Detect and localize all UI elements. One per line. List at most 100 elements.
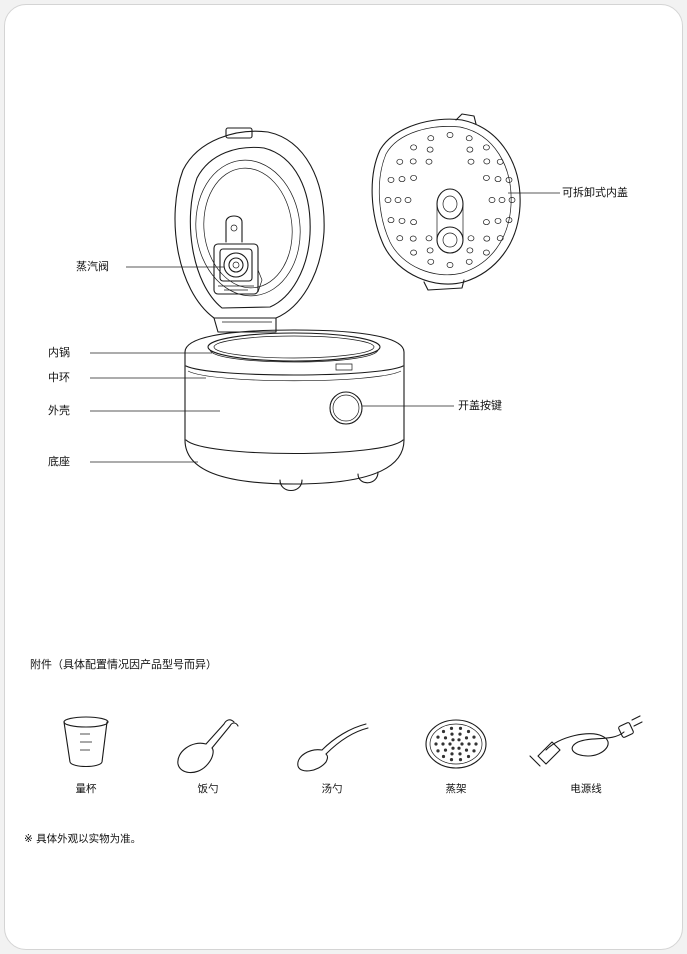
accessory-label-steam-rack: 蒸架 (445, 783, 467, 795)
rack-hole (443, 748, 448, 752)
lid-hole (425, 158, 433, 165)
lid-hole (483, 158, 491, 165)
lid-hole (494, 217, 502, 224)
lid-hole (488, 197, 496, 203)
rack-hole (474, 742, 478, 746)
rack-hole (458, 726, 463, 730)
rack-hole (460, 742, 464, 746)
rack-hole (448, 742, 452, 746)
power-cord-icon (529, 715, 643, 767)
lid-hole (394, 197, 402, 203)
rack-hole (466, 729, 471, 734)
label-inner-pot: 内锅 (48, 346, 70, 359)
lid-hole (467, 235, 475, 242)
lid-hole (508, 197, 516, 203)
rack-hole (472, 735, 476, 739)
lid-hole (410, 249, 417, 256)
steam-rack-icon (425, 719, 487, 769)
lid-hole (496, 235, 504, 242)
rack-hole (464, 748, 469, 752)
rack-hole (457, 746, 461, 750)
rice-cooker-diagram (90, 113, 560, 492)
accessory-label-power-cord: 电源线 (570, 783, 602, 795)
lid-hole (409, 235, 417, 242)
measuring-cup-icon (63, 716, 109, 768)
lid-hole (398, 176, 406, 183)
rack-hole (449, 726, 454, 730)
lid-hole (446, 262, 454, 268)
removable-inner-lid (371, 113, 521, 291)
rack-hole (441, 742, 445, 746)
label-middle-ring: 中环 (48, 371, 70, 384)
leader-lines (90, 192, 560, 463)
rice-paddle-icon (177, 719, 239, 774)
lid-hole (410, 219, 417, 226)
label-base: 底座 (48, 455, 70, 468)
lid-hole (404, 197, 412, 203)
lid-hole (387, 176, 395, 183)
label-open-button: 开盖按键 (458, 399, 502, 412)
lid-hole (505, 176, 513, 183)
lid-hole (483, 235, 491, 242)
rack-hole (458, 758, 463, 762)
lid-hole (483, 249, 490, 256)
lid-hole (466, 247, 474, 254)
rack-hole (451, 746, 455, 750)
lid-hole (427, 258, 435, 265)
accessories-heading: 附件（具体配置情况因产品型号而异） (30, 658, 217, 671)
rack-hole (436, 735, 440, 739)
rack-hole (450, 752, 454, 756)
lid-hole (396, 235, 404, 242)
rack-hole (434, 742, 438, 746)
accessories-icons (63, 715, 643, 774)
lid-hole (426, 247, 434, 254)
rack-hole (472, 749, 476, 753)
open-lid (174, 127, 325, 333)
inner-lid-holes (384, 132, 516, 268)
rack-hole (466, 754, 471, 759)
rack-hole (450, 732, 454, 736)
lid-hole (396, 158, 404, 165)
lid-hole (410, 174, 417, 181)
rack-hole (441, 729, 446, 734)
accessory-label-soup-ladle: 汤勺 (321, 783, 343, 795)
lid-hole (387, 217, 395, 224)
rack-hole (467, 742, 471, 746)
lid-hole (483, 174, 490, 181)
rack-hole (449, 758, 454, 762)
lid-hole (494, 176, 502, 183)
lid-hole (398, 217, 406, 224)
lid-hole (446, 132, 454, 138)
lid-hole (465, 258, 473, 265)
rack-hole (443, 736, 448, 740)
rack-hole (436, 749, 440, 753)
manual-page (4, 4, 683, 950)
rack-hole (458, 732, 462, 736)
lid-hole (467, 158, 475, 165)
lid-hole (409, 158, 417, 165)
lid-hole (384, 197, 392, 203)
rack-hole (457, 738, 461, 742)
rack-hole (441, 754, 446, 759)
label-steam-valve: 蒸汽阀 (76, 260, 109, 273)
rack-hole (451, 738, 455, 742)
label-outer-shell: 外壳 (48, 404, 70, 417)
lid-hole (426, 146, 434, 153)
accessory-label-rice-paddle: 饭勺 (197, 783, 219, 795)
lid-hole (425, 235, 433, 242)
lid-hole (483, 219, 490, 226)
label-removable-inner-lid: 可拆卸式内盖 (562, 186, 628, 199)
lid-hole (498, 197, 506, 203)
rack-hole (464, 736, 469, 740)
appearance-note: ※ 具体外观以实物为准。 (24, 833, 142, 845)
cooker-body (184, 329, 405, 492)
lid-hole (483, 144, 490, 151)
lid-hole (410, 144, 417, 151)
lid-hole (466, 146, 474, 153)
rack-hole (458, 752, 462, 756)
lid-hole (427, 135, 435, 142)
lid-hole (505, 217, 513, 224)
accessory-label-measuring-cup: 量杯 (75, 783, 97, 795)
soup-ladle-icon (297, 723, 369, 772)
lid-hole (496, 158, 504, 165)
